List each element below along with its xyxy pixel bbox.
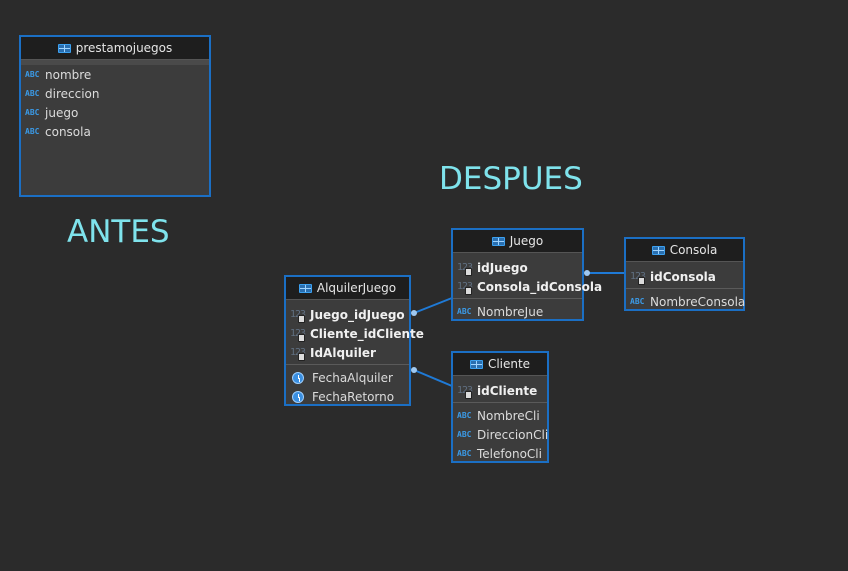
- column-name: nombre: [45, 67, 92, 82]
- key-column-row[interactable]: 123 Consola_idConsola: [453, 277, 602, 296]
- entity-title: Consola: [669, 243, 718, 257]
- column-row[interactable]: ABC NombreJue: [453, 302, 582, 321]
- link-alquiler-juego: [413, 297, 453, 314]
- link-alquiler-cliente: [413, 369, 453, 387]
- entity-header[interactable]: Cliente: [453, 353, 547, 376]
- entity-title: AlquilerJuego: [316, 281, 397, 295]
- entity-juego[interactable]: Juego 123 idJuego 123 Consola_idConsola …: [451, 228, 602, 321]
- column-row[interactable]: ABC consola: [21, 122, 209, 141]
- entity-title: prestamojuegos: [75, 41, 173, 55]
- numeric-key-icon: 123: [290, 309, 307, 323]
- label-antes: ANTES: [67, 214, 170, 250]
- entity-alquilerjuego[interactable]: AlquilerJuego 123 Juego_idJuego 123 Clie…: [284, 275, 424, 406]
- numeric-key-icon: 123: [457, 385, 474, 399]
- column-name: Consola_idConsola: [477, 279, 603, 294]
- column-name: IdAlquiler: [310, 345, 376, 360]
- numeric-key-icon: 123: [457, 262, 474, 276]
- column-name: Juego_idJuego: [310, 307, 405, 322]
- table-icon: [491, 236, 505, 246]
- column-name: idCliente: [477, 383, 538, 398]
- column-row[interactable]: ABC NombreConsola: [626, 292, 746, 311]
- numeric-key-icon: 123: [457, 281, 474, 295]
- key-column-row[interactable]: 123 IdAlquiler: [286, 343, 409, 362]
- key-column-row[interactable]: 123 idCliente: [453, 381, 547, 400]
- clock-icon: [292, 371, 304, 384]
- text-type-icon: ABC: [457, 430, 472, 439]
- column-name: consola: [45, 124, 91, 139]
- key-column-row[interactable]: 123 idConsola: [626, 267, 743, 286]
- column-name: DireccionCli: [477, 427, 549, 442]
- key-icon: [465, 268, 472, 276]
- entity-header[interactable]: Consola: [626, 239, 743, 262]
- text-type-icon: ABC: [457, 449, 472, 458]
- key-icon: [298, 334, 305, 342]
- entity-prestamojuegos[interactable]: prestamojuegos ABC nombre ABC direccion …: [19, 35, 211, 197]
- key-column-row[interactable]: 123 idJuego: [453, 258, 582, 277]
- column-name: NombreConsola: [650, 294, 746, 309]
- text-type-icon: ABC: [25, 127, 40, 136]
- entity-cliente[interactable]: Cliente 123 idCliente ABC NombreCli ABC …: [451, 351, 549, 463]
- label-despues: DESPUES: [439, 161, 583, 197]
- entity-header[interactable]: AlquilerJuego: [286, 277, 409, 300]
- clock-icon: [292, 390, 304, 403]
- entity-header[interactable]: prestamojuegos: [21, 37, 209, 60]
- key-icon: [638, 277, 645, 285]
- column-row[interactable]: ABC juego: [21, 103, 209, 122]
- table-icon: [469, 359, 483, 369]
- column-row[interactable]: ABC DireccionCli: [453, 425, 549, 444]
- numeric-key-icon: 123: [630, 271, 647, 285]
- column-name: FechaRetorno: [312, 389, 395, 404]
- entity-title: Cliente: [487, 357, 531, 371]
- column-row[interactable]: ABC NombreCli: [453, 406, 547, 425]
- text-type-icon: ABC: [25, 70, 40, 79]
- column-name: idConsola: [650, 269, 716, 284]
- column-name: Cliente_idCliente: [310, 326, 424, 341]
- text-type-icon: ABC: [630, 297, 645, 306]
- column-name: direccion: [45, 86, 100, 101]
- column-row[interactable]: ABC nombre: [21, 65, 209, 84]
- entity-header[interactable]: Juego: [453, 230, 582, 253]
- column-name: NombreCli: [477, 408, 540, 423]
- column-name: idJuego: [477, 260, 528, 275]
- numeric-key-icon: 123: [290, 328, 307, 342]
- column-row[interactable]: ABC TelefonoCli: [453, 444, 547, 463]
- text-type-icon: ABC: [25, 89, 40, 98]
- entity-consola[interactable]: Consola 123 idConsola ABC NombreConsola: [624, 237, 745, 311]
- column-name: FechaAlquiler: [312, 370, 393, 385]
- key-icon: [465, 287, 472, 295]
- link-dot: [411, 310, 417, 316]
- text-type-icon: ABC: [25, 108, 40, 117]
- table-icon: [651, 245, 665, 255]
- key-icon: [298, 315, 305, 323]
- column-name: TelefonoCli: [477, 446, 542, 461]
- column-row[interactable]: FechaAlquiler: [286, 368, 409, 387]
- table-icon: [298, 283, 312, 293]
- text-type-icon: ABC: [457, 411, 472, 420]
- entity-title: Juego: [509, 234, 544, 248]
- key-icon: [298, 353, 305, 361]
- column-row[interactable]: ABC direccion: [21, 84, 209, 103]
- column-name: NombreJue: [477, 304, 544, 319]
- numeric-key-icon: 123: [290, 347, 307, 361]
- link-dot: [584, 270, 590, 276]
- link-dot: [411, 367, 417, 373]
- key-column-row[interactable]: 123 Juego_idJuego: [286, 305, 409, 324]
- column-name: juego: [45, 105, 79, 120]
- key-column-row[interactable]: 123 Cliente_idCliente: [286, 324, 424, 343]
- table-icon: [57, 43, 71, 53]
- column-row[interactable]: FechaRetorno: [286, 387, 409, 406]
- key-icon: [465, 391, 472, 399]
- text-type-icon: ABC: [457, 307, 472, 316]
